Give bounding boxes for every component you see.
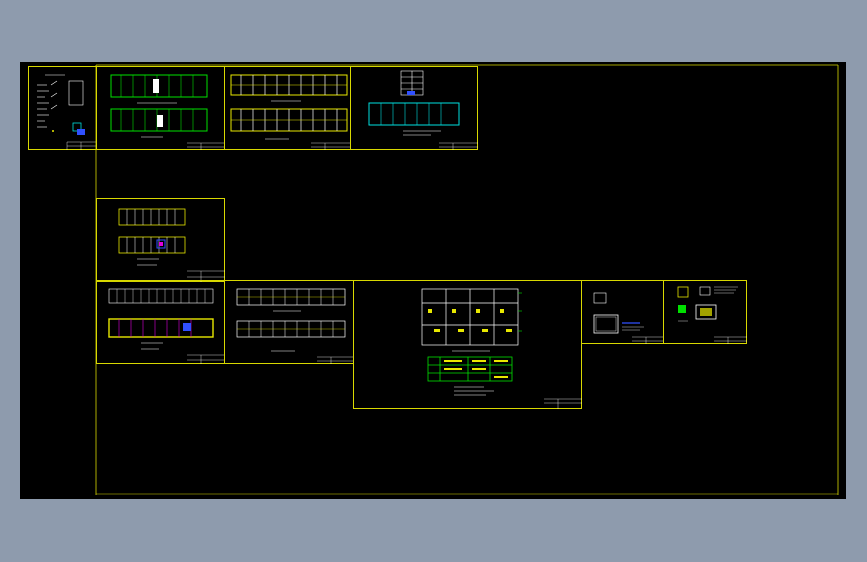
- sheet-plan-white[interactable]: [224, 280, 354, 364]
- plan-yellow-drawing: [108, 288, 225, 364]
- sheet-elevation-yellow[interactable]: [224, 66, 351, 150]
- cyan-section-drawing: [368, 70, 478, 150]
- green-elevation-drawing: [110, 74, 225, 150]
- legend-drawing: [37, 74, 97, 150]
- plan-white-drawing: [236, 288, 354, 364]
- sheet-elevation-green[interactable]: [96, 66, 225, 150]
- plan-top-drawing: [118, 208, 225, 282]
- cad-model-space[interactable]: [20, 62, 846, 499]
- detail-a-drawing: [593, 292, 664, 344]
- sheet-plan-yellow[interactable]: [96, 280, 225, 364]
- yellow-elevation-drawing: [230, 74, 351, 150]
- detail-b-drawing: [677, 286, 747, 344]
- sheet-plan-top[interactable]: [96, 198, 225, 282]
- sheet-legend[interactable]: [28, 66, 97, 150]
- sheet-detail-a[interactable]: [581, 280, 664, 344]
- unit-plans-drawing: [421, 288, 582, 409]
- sheet-detail-b[interactable]: [663, 280, 747, 344]
- sheet-section-cyan[interactable]: [350, 66, 478, 150]
- sheet-unit-plans[interactable]: [353, 280, 582, 409]
